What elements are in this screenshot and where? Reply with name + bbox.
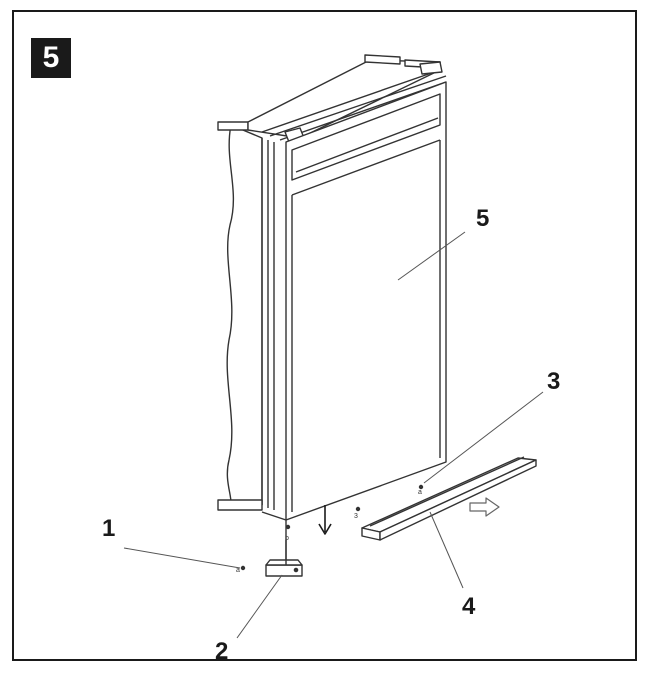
top-frame-rail (217, 54, 447, 143)
bottom-frame-rail (217, 499, 287, 560)
down-arrow-icon (318, 505, 332, 535)
mark-label: a (418, 489, 422, 496)
callout-1: 1 (102, 515, 115, 542)
mark-label: b (285, 535, 289, 542)
hinge-bracket (265, 540, 303, 577)
screw-dot (418, 484, 424, 490)
cabinet-side-panel (226, 124, 275, 510)
mark-label: 3 (354, 513, 358, 520)
callout-4: 4 (462, 593, 476, 620)
mark-label: a (236, 567, 240, 574)
cover-strip (361, 456, 537, 541)
step-number-badge: 5 (31, 38, 71, 78)
screw-dot (355, 506, 361, 512)
screw-dot (285, 524, 291, 530)
slide-right-arrow-icon (469, 497, 500, 517)
callout-5: 5 (476, 205, 489, 232)
callout-3: 3 (547, 368, 560, 395)
door-panel (285, 81, 447, 521)
callout-2: 2 (215, 638, 228, 665)
screw-dot (240, 565, 246, 571)
leader-lines (123, 231, 544, 639)
